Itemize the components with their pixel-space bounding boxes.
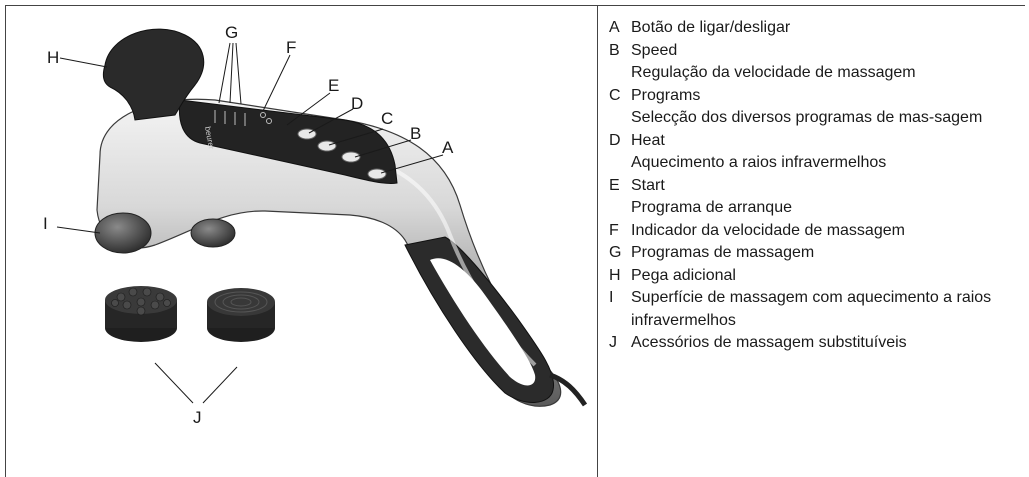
callout-d: D (351, 94, 364, 113)
power-cord (549, 372, 588, 407)
auxiliary-grip (102, 28, 205, 121)
callout-b: B (410, 124, 422, 143)
parts-legend: A Botão de ligar/desligar B Speed Regula… (609, 17, 1009, 355)
column-divider (597, 5, 598, 477)
button-programs (317, 140, 337, 152)
legend-item-b-description: Regulação da velocidade de massagem (631, 64, 916, 81)
legend-item-i: I Superfície de massagem com aquecimento… (609, 289, 992, 329)
product-figure: beurer (5, 5, 597, 477)
legend-item-e-description: Programa de arranque (631, 199, 792, 216)
legend-item-b: B Speed (609, 41, 678, 59)
top-rule (5, 5, 1025, 6)
legend-item-g: G Programas de massagem (609, 244, 815, 261)
callout-c: C (381, 109, 394, 128)
attachment-nubs (111, 287, 171, 316)
brand-mark: beurer (203, 126, 216, 151)
legend-item-a: A Botão de ligar/desligar (609, 19, 791, 36)
program-indicators (214, 110, 246, 126)
leader-lines (56, 42, 444, 404)
legend-item-d: D Heat (609, 131, 665, 149)
attachment-smooth-top (207, 288, 275, 316)
massage-head-right (190, 218, 236, 248)
button-power (367, 168, 387, 180)
handle-loop-opening (430, 258, 536, 386)
manual-page: beurer (5, 5, 1025, 477)
legend-item-e: E Start (609, 176, 665, 194)
legend-item-f: F Indicador da velocidade de massagem (609, 221, 905, 239)
legend-item-c: C Programs (609, 86, 701, 104)
callout-e: E (328, 76, 340, 95)
legend-item-c-description: Selecção dos diversos programas de mas-s… (609, 107, 1009, 130)
legend-item-c-description-text: Selecção dos diversos programas de mas-s… (631, 109, 983, 126)
callout-h: H (47, 48, 60, 67)
button-speed (341, 151, 361, 163)
legend-item-d-description: Aquecimento a raios infravermelhos (631, 154, 887, 171)
legend-item-j: J Acessórios de massagem substituíveis (609, 334, 907, 351)
callout-i: I (43, 214, 48, 233)
massager-illustration: beurer (56, 28, 588, 407)
left-rule (5, 5, 6, 477)
callout-g: G (225, 23, 239, 42)
legend-item-h: H Pega adicional (609, 266, 736, 284)
massage-head-left (94, 212, 152, 254)
attachment-rings (214, 291, 268, 313)
callout-f: F (286, 38, 297, 57)
callout-a: A (442, 138, 454, 157)
callout-j: J (193, 408, 202, 427)
speed-indicator (260, 112, 272, 124)
